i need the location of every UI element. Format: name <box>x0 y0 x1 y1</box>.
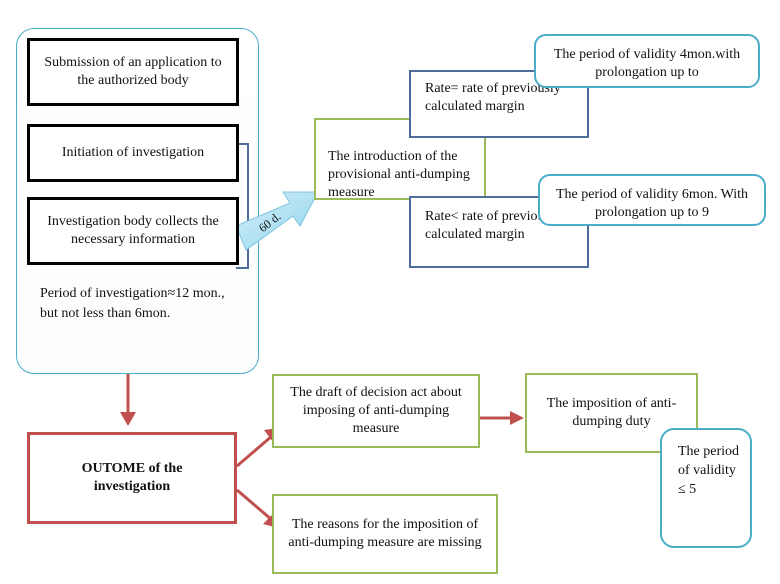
bracket-line <box>236 143 249 269</box>
rate-equal-text: Rate= rate of previously calculated marg… <box>425 81 561 114</box>
validity-5-text: The period of validity ≤ 5 <box>678 444 740 497</box>
initiation-box: Initiation of investigation <box>27 124 239 182</box>
outcome-box: OUTOME of the investigation <box>27 432 237 524</box>
big-arrow <box>235 191 319 251</box>
submission-text: Submission of an application to the auth… <box>44 55 222 88</box>
provisional-text: The introduction of the provisional anti… <box>328 149 470 200</box>
arrow-down-head <box>120 412 136 426</box>
collects-text: Investigation body collects the necessar… <box>47 214 219 247</box>
investigation-period: Period of investigation≈12 mon., but not… <box>40 284 245 324</box>
draft-text: The draft of decision act about imposing… <box>290 385 462 436</box>
arrow-to-imposition-head <box>510 411 524 425</box>
investigation-period-text: Period of investigation≈12 mon., but not… <box>40 286 225 321</box>
draft-box: The draft of decision act about imposing… <box>272 374 480 448</box>
arrow-to-draft <box>236 434 273 468</box>
initiation-text: Initiation of investigation <box>61 145 205 160</box>
validity-4-text: The period of validity 4mon.with prolong… <box>553 47 741 80</box>
validity-6-text: The period of validity 6mon. With prolon… <box>555 187 749 220</box>
submission-box: Submission of an application to the auth… <box>27 38 239 106</box>
validity-5-box: The period of validity ≤ 5 <box>660 428 752 548</box>
validity-6-box: The period of validity 6mon. With prolon… <box>538 174 766 226</box>
outcome-title: OUTOME of the investigation <box>81 461 183 494</box>
imposition-text: The imposition of anti-dumping duty <box>546 396 677 429</box>
rate-less-text: Rate< rate of previously calculated marg… <box>425 209 561 242</box>
arrow-to-reasons <box>236 488 273 522</box>
reasons-box: The reasons for the imposition of anti-d… <box>272 494 498 574</box>
provisional-box: The introduction of the provisional anti… <box>314 118 486 200</box>
reasons-text: The reasons for the imposition of anti-d… <box>288 517 482 550</box>
validity-4-box: The period of validity 4mon.with prolong… <box>534 34 760 88</box>
collects-box: Investigation body collects the necessar… <box>27 197 239 265</box>
